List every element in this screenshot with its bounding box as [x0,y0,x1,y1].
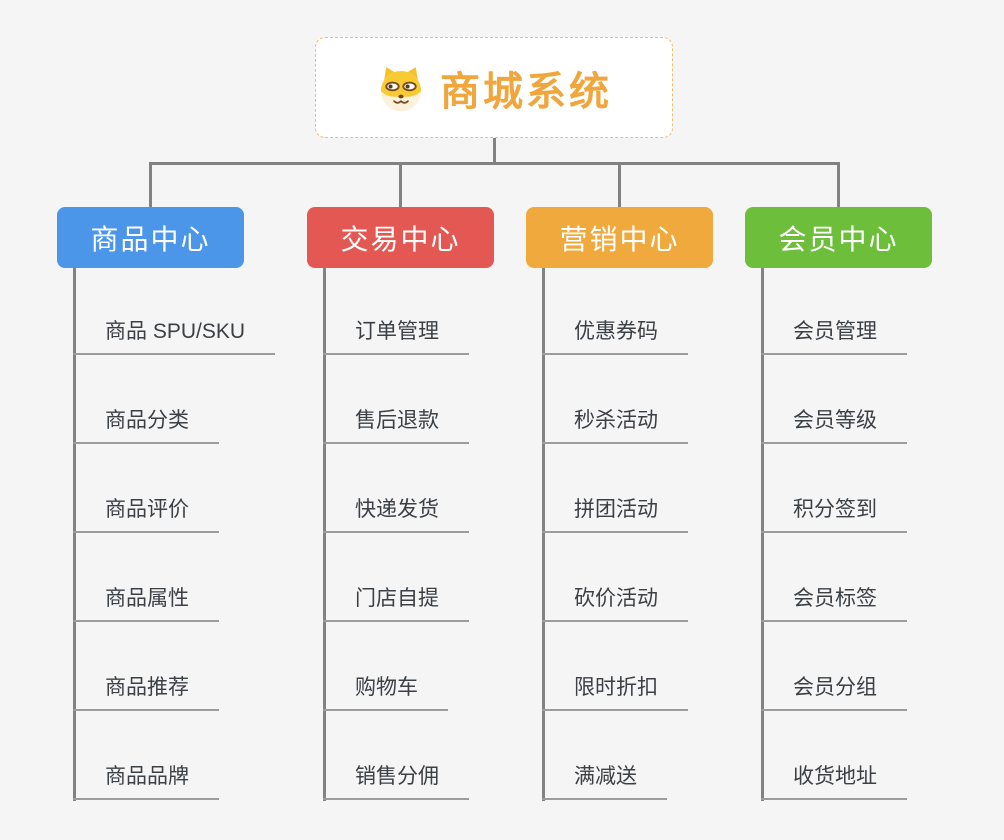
connector-drop-goods [149,162,152,210]
leaf-item[interactable]: 售后退款 [323,406,469,444]
leaf-item[interactable]: 砍价活动 [542,584,688,622]
leaf-item[interactable]: 收货地址 [761,762,907,800]
leaf-item[interactable]: 销售分佣 [323,762,469,800]
branch-trunk-line [73,268,76,801]
branch-trunk-line [542,268,545,801]
leaf-item[interactable]: 会员管理 [761,317,907,355]
leaf-item[interactable]: 会员标签 [761,584,907,622]
leaf-item[interactable]: 优惠券码 [542,317,688,355]
leaf-item[interactable]: 商品推荐 [73,673,219,711]
connector-drop-trade [399,162,402,210]
root-title: 商城系统 [440,69,612,114]
leaf-item[interactable]: 商品属性 [73,584,219,622]
branch-trunk-line [761,268,764,801]
branch-goods[interactable]: 商品中心 [57,207,244,268]
branch-column-member: 会员中心 会员管理 会员等级 积分签到 会员标签 会员分组 收货地址 [745,207,995,801]
dog-face-icon [376,64,426,112]
connector-bus [149,162,840,165]
branch-column-trade: 交易中心 订单管理 售后退款 快递发货 门店自提 购物车 销售分佣 [307,207,557,801]
leaf-item[interactable]: 订单管理 [323,317,469,355]
leaf-item[interactable]: 快递发货 [323,495,469,533]
connector-root-drop [493,138,496,165]
leaf-item[interactable]: 满减送 [542,762,667,800]
leaf-item[interactable]: 限时折扣 [542,673,688,711]
root-topic[interactable]: 商城系统 [315,37,673,138]
connector-drop-marketing [618,162,621,210]
branch-member[interactable]: 会员中心 [745,207,932,268]
branch-marketing[interactable]: 营销中心 [526,207,713,268]
leaf-item[interactable]: 商品品牌 [73,762,219,800]
leaf-item[interactable]: 门店自提 [323,584,469,622]
leaf-item[interactable]: 商品 SPU/SKU [73,317,276,355]
branch-column-goods: 商品中心 商品 SPU/SKU 商品分类 商品评价 商品属性 商品推荐 商品品牌 [57,207,307,801]
leaf-item[interactable]: 会员等级 [761,406,907,444]
leaf-item[interactable]: 商品评价 [73,495,219,533]
leaf-item[interactable]: 积分签到 [761,495,907,533]
branch-trade[interactable]: 交易中心 [307,207,494,268]
connector-drop-member [837,162,840,210]
branch-column-marketing: 营销中心 优惠券码 秒杀活动 拼团活动 砍价活动 限时折扣 满减送 [526,207,776,801]
leaf-item[interactable]: 拼团活动 [542,495,688,533]
branch-trunk-line [323,268,326,801]
leaf-item[interactable]: 商品分类 [73,406,219,444]
leaf-item[interactable]: 会员分组 [761,673,907,711]
leaf-item[interactable]: 秒杀活动 [542,406,688,444]
leaf-item[interactable]: 购物车 [323,673,448,711]
